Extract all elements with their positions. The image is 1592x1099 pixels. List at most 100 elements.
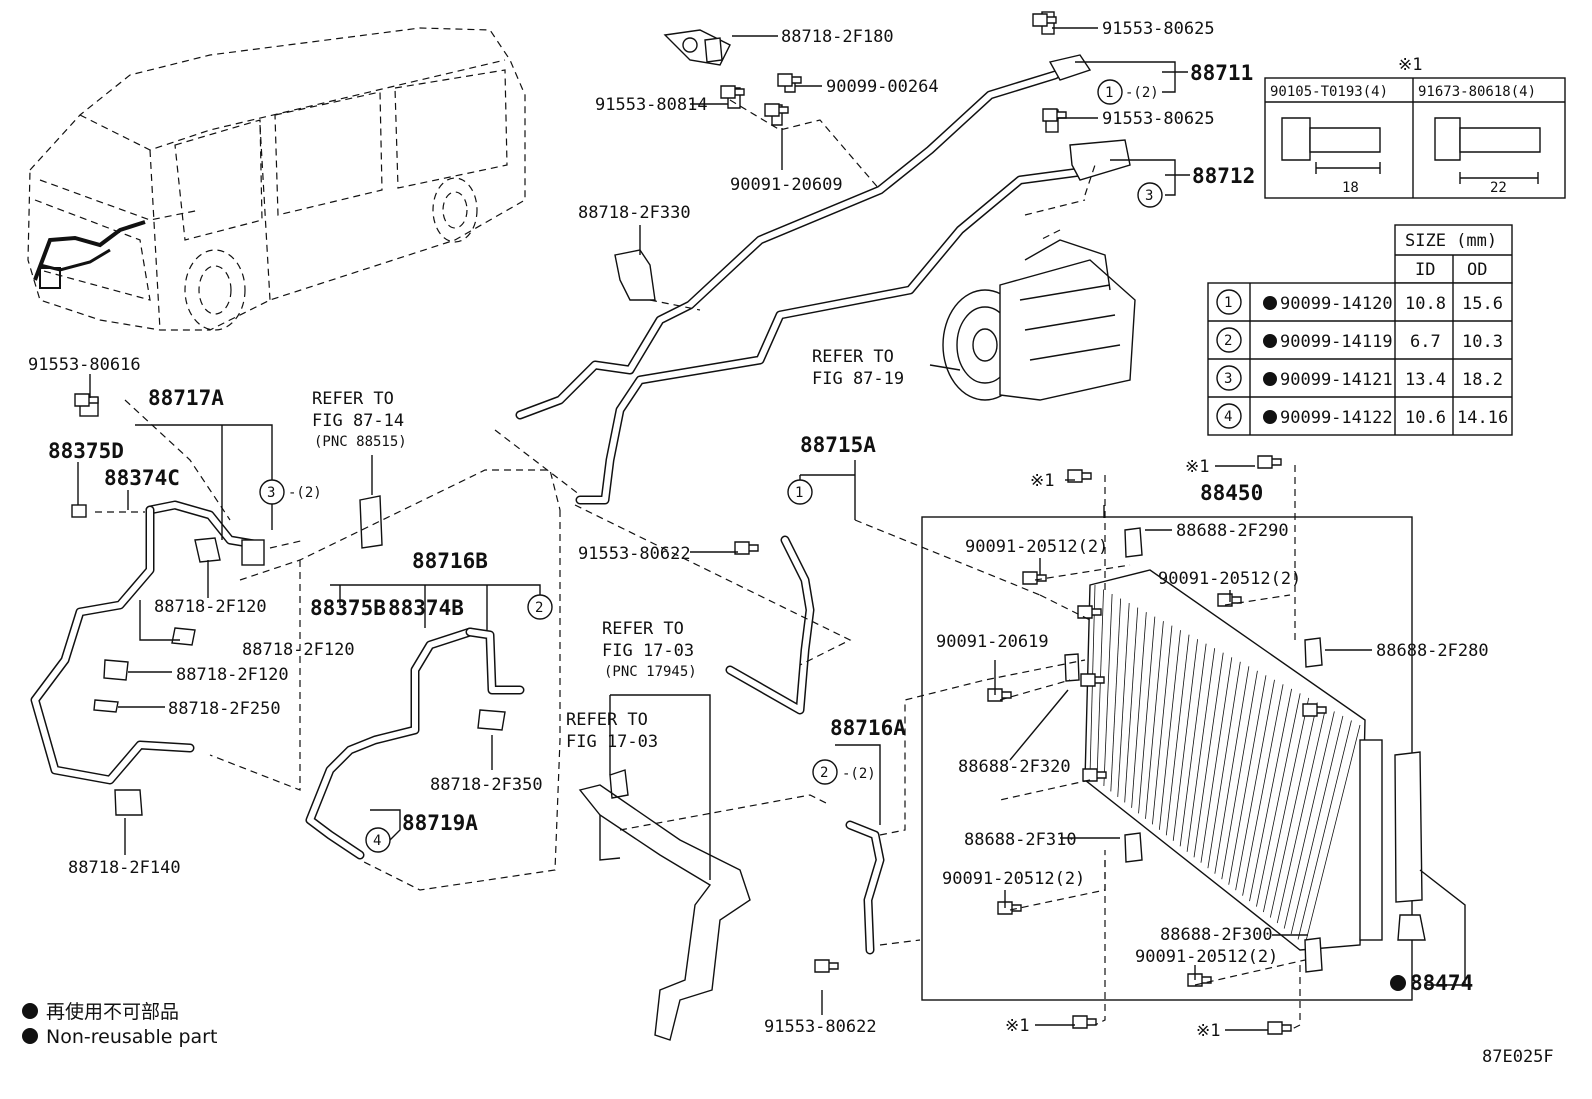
bolt-glyph [1032, 13, 1057, 27]
condenser-fin [1138, 616, 1156, 814]
bolt-glyph [720, 85, 745, 99]
label-refer-17-03b: REFER TO [566, 710, 648, 730]
callout-circle-3b [259, 479, 285, 505]
label-pnc-88515: (PNC 88515) [314, 434, 407, 450]
condenser-fin [1242, 684, 1284, 896]
bolt-1-shank [1309, 127, 1381, 153]
label-90099-00264: 90099-00264 [826, 77, 939, 97]
expansion-valve [359, 495, 383, 549]
label-refer-87-14: REFER TO [312, 389, 394, 409]
label-88718-2F120a: 88718-2F120 [154, 597, 267, 617]
callout-circle-2b [812, 759, 838, 785]
label-91553-80616: 91553-80616 [28, 355, 141, 375]
label-88450: 88450 [1200, 481, 1263, 505]
label-88688-2F280: 88688-2F280 [1376, 641, 1489, 661]
pipe-88717A [30, 500, 265, 785]
bolt-glyph [734, 541, 759, 555]
condenser-fin [1256, 693, 1301, 907]
condenser-fin [1228, 675, 1267, 885]
label-88375B: 88375B [310, 596, 386, 620]
label-88688-2F300: 88688-2F300 [1160, 925, 1273, 945]
size-row-1-id: 10.8 [1405, 294, 1446, 314]
condenser-fin [1283, 711, 1335, 929]
label-90091-20512-4: 90091-20512(2) [1135, 947, 1278, 967]
size-id-label: ID [1415, 260, 1435, 280]
condenser-fin [1214, 666, 1250, 874]
bolt-glyph [1302, 703, 1327, 717]
part-labels: 91553-80625 88718-2F180 90099-00264 9155… [28, 19, 1554, 1067]
label-refer-17-03a: REFER TO [602, 619, 684, 639]
fitting-88712 [1069, 139, 1131, 181]
bolt-glyph [1072, 1015, 1097, 1029]
condenser-fin [1117, 603, 1130, 797]
size-row-4-id: 10.6 [1405, 408, 1446, 428]
condenser-fin [1152, 625, 1173, 825]
callout-1-text: 1 [1105, 85, 1113, 101]
size-table: SIZE (mm) ID OD 1 90099-14120 10.8 15.6 … [1207, 224, 1513, 436]
condenser-fin [1262, 697, 1310, 913]
label-88718-2F330: 88718-2F330 [578, 203, 691, 223]
legend-en: Non-reusable part [46, 1026, 217, 1048]
label-90091-20609: 90091-20609 [730, 175, 843, 195]
size-row-4-part: 90099-14122 [1280, 408, 1393, 428]
callout-circle-1 [1097, 79, 1123, 105]
size-row-2-id: 6.7 [1410, 332, 1441, 352]
bolt-glyph [1187, 973, 1212, 987]
size-row-1-part: 90099-14120 [1280, 294, 1393, 314]
label-88712: 88712 [1192, 164, 1255, 188]
bolt-table-col2: 91673-80618(4) [1418, 84, 1536, 100]
label-mark-2: ※1 [1185, 457, 1209, 477]
bolt-1-length: 18 [1342, 180, 1359, 196]
label-fig-17-03b: FIG 17-03 [566, 732, 658, 752]
label-fig-87-19: FIG 87-19 [812, 369, 904, 389]
bolts [74, 13, 1327, 1035]
label-90091-20512-1: 90091-20512(2) [965, 537, 1108, 557]
callout-circle-2 [527, 594, 553, 620]
callout-3-text: 3 [1145, 188, 1153, 204]
bolt-table-col1: 90105-T0193(4) [1270, 84, 1388, 100]
label-88718-2F180: 88718-2F180 [781, 27, 894, 47]
condenser-fin [1179, 643, 1207, 847]
legend: 再使用不可部品 Non-reusable part [22, 1001, 217, 1048]
compressor [942, 239, 1136, 401]
label-refer-87-19: REFER TO [812, 347, 894, 367]
condenser-fin [1158, 630, 1181, 830]
pipe-88716B [305, 627, 525, 860]
label-pnc-17945: (PNC 17945) [604, 664, 697, 680]
bolt-glyph [1080, 673, 1105, 687]
size-row-2-part: 90099-14119 [1280, 332, 1393, 352]
bolt-2-shank [1459, 127, 1541, 153]
condenser-fin [1269, 702, 1318, 918]
condenser-fin [1297, 720, 1352, 940]
label-88718-2F350: 88718-2F350 [430, 775, 543, 795]
condenser-fin [1131, 612, 1147, 808]
size-row-3-od: 18.2 [1462, 370, 1503, 390]
label-91553-80622a: 91553-80622 [578, 544, 691, 564]
label-88718-2F120c: 88718-2F120 [176, 665, 289, 685]
clip-2F350 [477, 709, 506, 731]
label-88715A: 88715A [800, 433, 876, 457]
size-row-4-od: 14.16 [1457, 408, 1508, 428]
bolt-glyph [814, 959, 839, 973]
label-91553-80625b: 91553-80625 [1102, 109, 1215, 129]
dashed-leaders [95, 99, 1306, 1031]
condenser-fin [1290, 715, 1344, 935]
condenser-fin [1103, 594, 1113, 786]
non-reusable-dot-88474 [1390, 975, 1406, 991]
bolt-glyph [764, 103, 789, 117]
size-row-3-part: 90099-14121 [1280, 370, 1393, 390]
callout-3b-text: 3 [267, 485, 275, 501]
label-88688-2F320: 88688-2F320 [958, 757, 1071, 777]
legend-jp: 再使用不可部品 [46, 1001, 179, 1023]
label-88374B: 88374B [388, 596, 464, 620]
size-od-label: OD [1467, 260, 1487, 280]
pipe-88715A [725, 535, 815, 715]
bolt-table: ※1 90105-T0193(4) 91673-80618(4) 18 22 [1264, 55, 1566, 199]
size-row-3-n: 3 [1224, 371, 1232, 387]
label-88719A: 88719A [402, 811, 478, 835]
size-row-2-od: 10.3 [1462, 332, 1503, 352]
condenser-fin [1304, 724, 1361, 946]
label-90091-20512-2: 90091-20512(2) [1158, 569, 1301, 589]
figure-code: 87E025F [1482, 1047, 1554, 1067]
